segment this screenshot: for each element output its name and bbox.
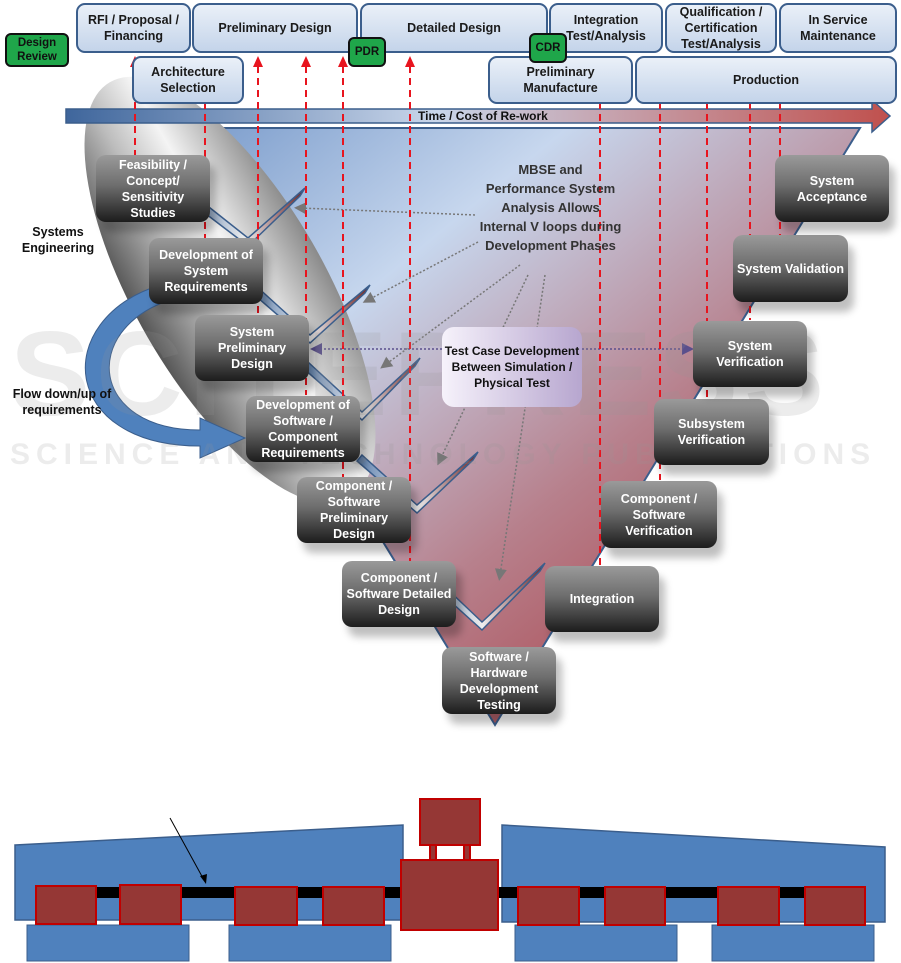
step-system-validation: System Validation xyxy=(733,235,848,302)
phase-preliminary-design: Preliminary Design xyxy=(192,3,358,53)
base-block xyxy=(228,924,392,962)
step-system-preliminary-design: System Preliminary Design xyxy=(195,315,309,381)
mbse-loop-arrows xyxy=(294,202,546,581)
red-block xyxy=(234,886,298,926)
phase-preliminary-manufacture: Preliminary Manufacture xyxy=(488,56,633,104)
red-block xyxy=(804,886,866,926)
phase-detailed-design: Detailed Design xyxy=(360,3,548,53)
red-block xyxy=(322,886,385,926)
test-case-box: Test Case Development Between Simulation… xyxy=(442,327,582,407)
base-block xyxy=(26,924,190,962)
systems-engineering-label: Systems Engineering xyxy=(21,225,95,255)
phase-production: Production xyxy=(635,56,897,104)
step-integration: Integration xyxy=(545,566,659,632)
phase-qualification: Qualification / Certification Test/Analy… xyxy=(665,3,777,53)
step-component-verification: Component / Software Verification xyxy=(601,481,717,548)
step-component-detailed-design: Component / Software Detailed Design xyxy=(342,561,456,627)
time-arrow xyxy=(65,98,892,134)
base-block xyxy=(514,924,678,962)
pointer-arrow xyxy=(169,817,205,881)
flow-arrow xyxy=(84,284,247,459)
cdr-badge: CDR xyxy=(529,33,567,63)
red-block xyxy=(119,884,182,925)
design-review-legend: Design Review xyxy=(5,33,69,67)
phase-rfi: RFI / Proposal / Financing xyxy=(76,3,191,53)
time-axis-label: Time / Cost of Re-work xyxy=(418,109,548,123)
connector xyxy=(429,844,437,861)
pdr-badge: PDR xyxy=(348,37,386,67)
phase-architecture: Architecture Selection xyxy=(132,56,244,104)
step-development-testing: Software / Hardware Development Testing xyxy=(442,647,556,714)
red-block xyxy=(517,886,580,926)
bottom-schematic xyxy=(14,798,886,962)
phase-in-service: In Service Maintenance xyxy=(779,3,897,53)
step-system-requirements: Development of System Requirements xyxy=(149,238,263,304)
base-block xyxy=(711,924,875,962)
hub-block xyxy=(400,859,499,931)
step-subsystem-verification: Subsystem Verification xyxy=(654,399,769,465)
phase-integration: Integration Test/Analysis xyxy=(549,3,663,53)
red-block xyxy=(604,886,666,926)
step-software-requirements: Development of Software / Component Requ… xyxy=(246,396,360,462)
step-system-acceptance: System Acceptance xyxy=(775,155,889,222)
step-component-preliminary-design: Component / Software Preliminary Design xyxy=(297,477,411,543)
step-system-verification: System Verification xyxy=(693,321,807,387)
connector xyxy=(463,844,471,861)
top-block xyxy=(419,798,481,846)
step-feasibility: Feasibility / Concept/ Sensitivity Studi… xyxy=(96,155,210,222)
mbse-annotation: MBSE and Performance System Analysis All… xyxy=(479,162,622,253)
red-block xyxy=(717,886,780,926)
flow-requirements-label: Flow down/up of requirements xyxy=(12,387,112,417)
red-block xyxy=(35,885,97,925)
